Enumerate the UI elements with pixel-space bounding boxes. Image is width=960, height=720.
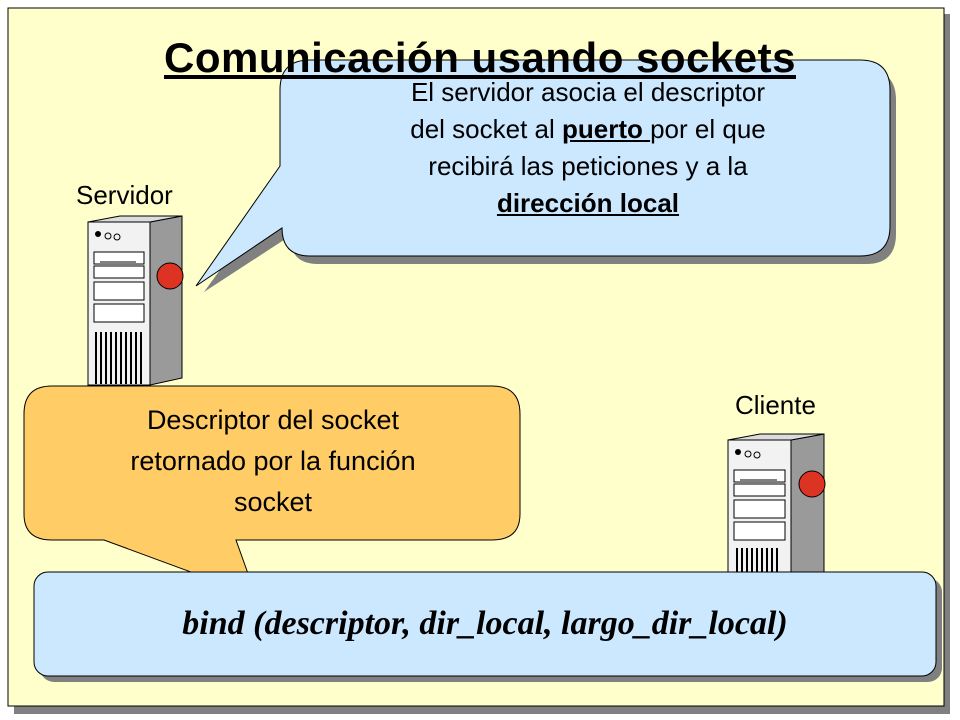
server-label: Servidor — [76, 180, 173, 210]
slide-title: Comunicación usando sockets — [164, 34, 796, 81]
client-socket-indicator — [798, 470, 826, 498]
bind-box — [33, 571, 937, 677]
server-callout-line-4: dirección local — [285, 185, 891, 222]
server-callout-line-3: recibirá las peticiones y a la — [428, 151, 748, 181]
client-computer-icon — [727, 433, 825, 573]
server-callout-line-2-before: del socket al — [410, 114, 562, 144]
server-callout-line-1: El servidor asocia el descriptor — [410, 77, 766, 107]
server-callout-line-2-after: por el que — [650, 114, 766, 144]
term-direccion-local: dirección local — [496, 188, 680, 218]
descriptor-callout-line-3: socket — [233, 487, 313, 517]
descriptor-callout-line-1: Descriptor del socket — [146, 405, 400, 435]
term-puerto: puerto — [561, 114, 651, 144]
descriptor-callout-line-2: retornado por la función — [130, 446, 416, 476]
bind-function-call: bind (descriptor, dir_local, largo_dir_l… — [182, 605, 788, 642]
server-computer-icon — [87, 215, 183, 386]
server-callout-line-2: del socket al puerto por el que — [285, 111, 891, 148]
descriptor-callout-bubble — [23, 385, 521, 597]
server-callout-text: El servidor asocia el descriptor del soc… — [285, 60, 891, 260]
descriptor-callout-text: Descriptor del socket retornado por la f… — [26, 388, 520, 538]
server-socket-indicator — [156, 262, 184, 290]
client-label: Cliente — [735, 390, 816, 420]
server-callout-bubble — [195, 59, 891, 287]
